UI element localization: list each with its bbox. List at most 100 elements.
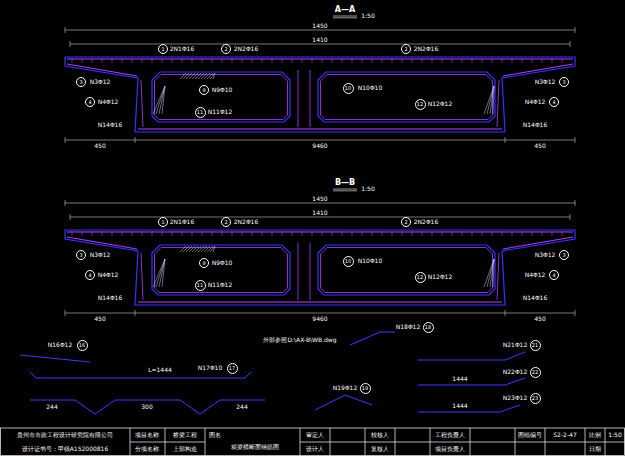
drawing-annotation: N10Φ10 (357, 85, 383, 91)
callout-text: 10 (345, 259, 351, 264)
callout-text: 1 (161, 220, 164, 225)
drawing-annotation: 1450 (311, 196, 328, 202)
bar-shape (30, 400, 265, 414)
drawing-annotation: N19Φ12 (332, 385, 358, 391)
callout-text: 18 (425, 325, 431, 330)
title-block-text: 贵州市市政工程设计研究院有限公司 (16, 432, 114, 438)
callout-text: 16 (79, 343, 85, 348)
drawing-annotation: N18Φ12 (395, 324, 421, 330)
drawing-annotation: N21Φ12 (502, 342, 528, 348)
drawing-annotation: N14Φ16 (522, 295, 548, 301)
title-block-text: 上部构造 (172, 446, 198, 452)
drawing-annotation: 2N2Φ16 (233, 219, 259, 225)
drawing-annotation: N16Φ12 (47, 342, 73, 348)
callout-number: 9 (199, 85, 209, 95)
callout-number: 16 (77, 340, 88, 351)
drawing-annotation: 外部参照D:\AX-B\WB.dwg (262, 337, 337, 343)
callout-number: 22 (530, 367, 541, 378)
drawing-annotation: 2N2Φ16 (233, 46, 259, 52)
callout-text: 3 (562, 253, 565, 258)
callout-number: 10 (343, 256, 354, 267)
callout-text: 17 (229, 366, 235, 371)
drawing-annotation: N14Φ16 (97, 122, 123, 128)
drawing-annotation: N4Φ12 (97, 272, 120, 278)
callout-number: 19 (360, 383, 371, 394)
drawing-annotation: N4Φ12 (524, 272, 547, 278)
drawing-annotation: 450 (93, 143, 106, 149)
drawing-annotation: 450 (93, 316, 106, 322)
title-block-text: 1:50 (607, 432, 622, 438)
bar-shape (350, 332, 395, 345)
bar-shape (30, 372, 251, 378)
callout-number: 3 (76, 77, 86, 87)
callout-number: 12 (415, 272, 426, 283)
callout-text: 9 (202, 88, 205, 93)
callout-text: 2 (404, 220, 407, 225)
title-block-text: 图名 (208, 432, 222, 438)
callout-text: 9 (202, 261, 205, 266)
callout-number: 2 (401, 44, 411, 54)
title-block-text: 箱梁横断面钢筋图 (230, 444, 280, 450)
drawing-annotation: 1410 (311, 210, 328, 216)
drawing-annotation: N12Φ12 (427, 101, 453, 107)
callout-number: 3 (559, 77, 569, 87)
drawing-annotation: N23Φ12 (502, 395, 528, 401)
bar-shape (315, 395, 372, 410)
drawing-annotation: 9460 (311, 316, 328, 322)
callout-text: 3 (79, 80, 82, 85)
callout-text: 12 (417, 102, 423, 107)
drawing-annotation: 244 (45, 404, 58, 410)
bar-details (20, 332, 525, 414)
drawing-annotation: 2N2Φ16 (413, 219, 439, 225)
callout-number: 11 (195, 280, 206, 291)
callout-number: 9 (199, 258, 209, 268)
drawing-annotation: N12Φ12 (427, 274, 453, 280)
callout-text: 3 (562, 80, 565, 85)
drawing-annotation: 244 (235, 404, 248, 410)
title-block-text: 工程负责人 (434, 432, 466, 438)
drawing-annotation: N3Φ12 (534, 252, 557, 258)
callout-number: 3 (76, 250, 86, 260)
callout-number: 23 (530, 393, 541, 404)
drawing-annotation: 1410 (311, 37, 328, 43)
title-block-text: 图纸编号 (517, 432, 543, 438)
callout-number: 2 (221, 44, 231, 54)
callout-text: 3 (79, 253, 82, 258)
callout-text: 21 (532, 343, 538, 348)
title-block (1, 428, 625, 456)
drawing-annotation: N3Φ12 (534, 79, 557, 85)
drawing-annotation: 450 (533, 316, 546, 322)
drawing-annotation: N11Φ12 (207, 109, 233, 115)
drawing-annotation: 300 (140, 404, 153, 410)
section-title: B—B (334, 179, 356, 187)
section-a (65, 16, 575, 143)
drawing-annotation: 1:50 (360, 13, 375, 19)
title-block-text: 项目名称 (134, 432, 160, 438)
drawing-annotation: N4Φ12 (524, 99, 547, 105)
drawing-annotation: 1444 (451, 376, 468, 382)
drawing-annotation: 1444 (451, 403, 468, 409)
callout-number: 18 (423, 322, 434, 333)
title-block-text: 项目负责人 (434, 446, 466, 452)
drawing-annotation: N9Φ10 (211, 87, 234, 93)
callout-number: 1 (158, 44, 168, 54)
title-block-text: S2-2-47 (552, 432, 577, 438)
callout-text: 2 (224, 220, 227, 225)
title-block-frame (1, 428, 625, 456)
bar-shape (418, 378, 525, 385)
drawing-annotation: 9460 (311, 143, 328, 149)
callout-number: 21 (530, 340, 541, 351)
drawing-annotation: 2N1Φ16 (169, 219, 195, 225)
callout-number: 4 (85, 97, 95, 107)
callout-text: 4 (552, 100, 555, 105)
drawing-annotation: N22Φ12 (502, 369, 528, 375)
title-block-text: 审定人 (305, 432, 325, 438)
callout-text: 11 (197, 110, 203, 115)
callout-text: 2 (224, 47, 227, 52)
callout-text: 19 (362, 386, 368, 391)
callout-text: 12 (417, 275, 423, 280)
callout-text: 4 (88, 100, 91, 105)
drawing-annotation: N3Φ12 (89, 79, 112, 85)
callout-text: 4 (552, 273, 555, 278)
